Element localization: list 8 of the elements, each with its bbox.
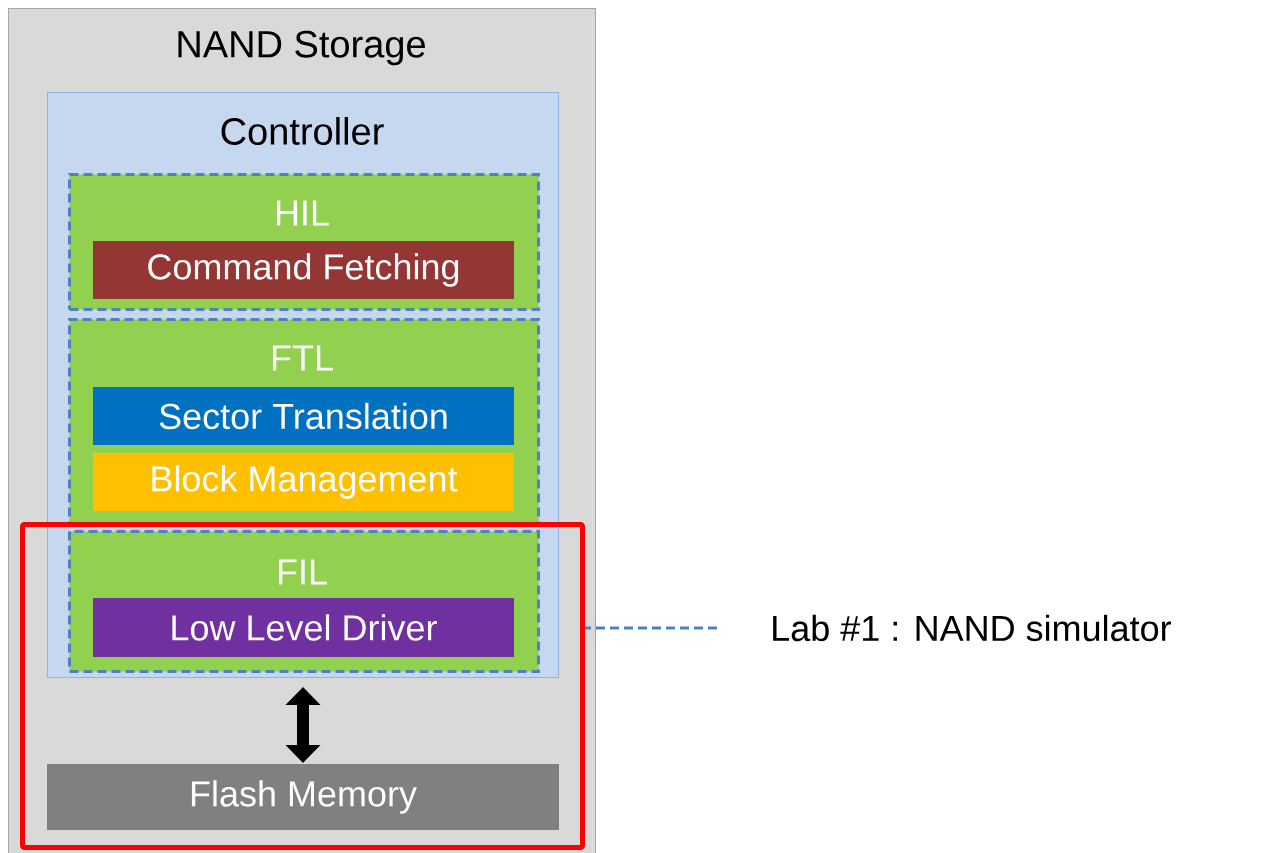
module-box: Command Fetching <box>93 241 514 299</box>
memory-box: Flash Memory <box>47 764 559 830</box>
highlight-frame <box>20 522 585 850</box>
annotation-text: Lab #1 : NAND simulator <box>773 614 1171 642</box>
module-box: Sector Translation <box>93 387 514 445</box>
module-box: Block Management <box>93 453 514 511</box>
module-box: Low Level Driver <box>93 598 514 657</box>
leader-line <box>585 626 717 630</box>
